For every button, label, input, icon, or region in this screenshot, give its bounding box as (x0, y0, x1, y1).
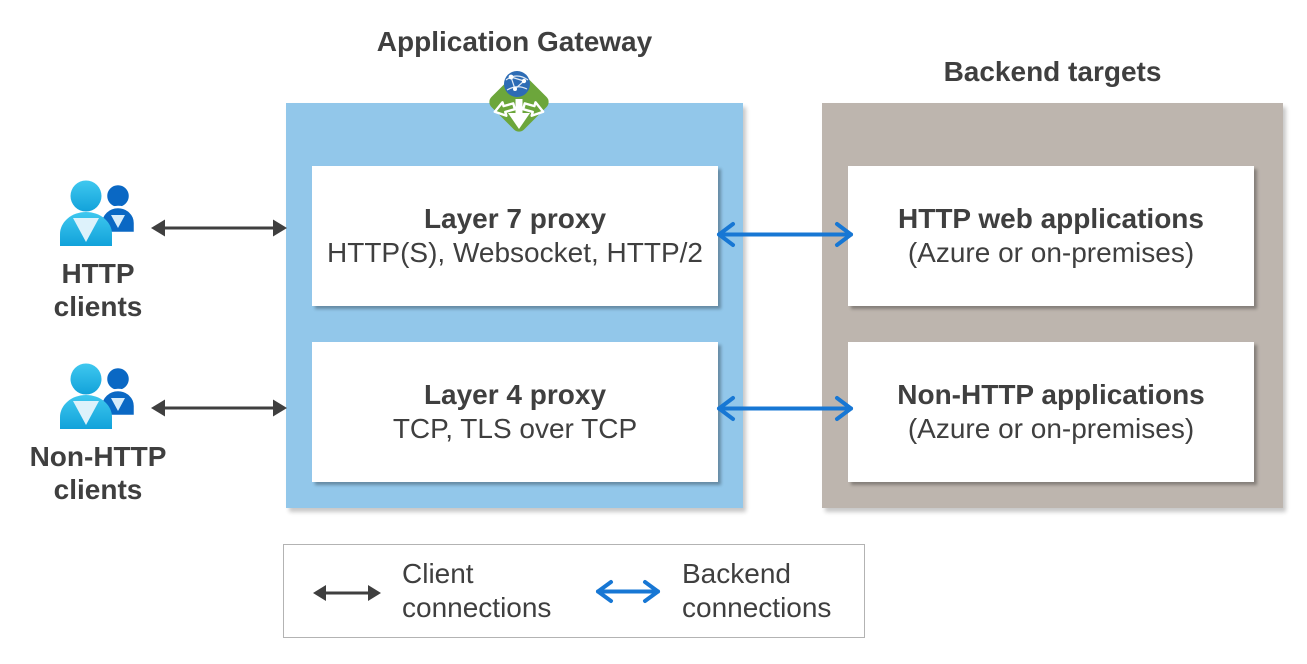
http-web-apps-title: HTTP web applications (898, 203, 1204, 234)
layer7-proxy-card: Layer 7 proxy HTTP(S), Websocket, HTTP/2 (312, 166, 718, 306)
legend-box: Client connections Backend connections (283, 544, 865, 638)
layer4-proxy-title: Layer 4 proxy (423, 379, 607, 410)
backend-connections-legend-arrow (596, 580, 660, 603)
client-connections-legend-arrow (313, 585, 381, 601)
application-gateway-icon (489, 71, 549, 132)
backend-connection-arrow (717, 222, 853, 247)
non-http-apps-title: Non-HTTP applications (897, 379, 1205, 410)
app-gateway-title: Application Gateway (376, 26, 653, 57)
client-connections-legend-label: Client connections (402, 558, 552, 623)
non-http-clients-group: Non-HTTP clients (20, 363, 176, 506)
client-connection-arrow (151, 219, 287, 237)
globe-icon (504, 71, 530, 97)
backend-connections-legend-label: Backend connections (682, 558, 832, 623)
non-http-apps-location: (Azure or on-premises) (907, 413, 1195, 444)
users-icon (60, 180, 137, 246)
backend-targets-region: HTTP web applications (Azure or on-premi… (822, 103, 1283, 508)
http-clients-group: HTTP clients (20, 180, 176, 323)
layer4-proxy-card: Layer 4 proxy TCP, TLS over TCP (312, 342, 718, 482)
http-web-apps-location: (Azure or on-premises) (907, 237, 1195, 268)
layer7-proxy-title: Layer 7 proxy (423, 203, 607, 234)
client-connection-arrow (151, 399, 287, 417)
non-http-clients-label: Non-HTTP clients (29, 441, 167, 505)
app-gateway-region: Layer 7 proxy HTTP(S), Websocket, HTTP/2… (286, 103, 743, 508)
http-clients-label: HTTP clients (53, 258, 143, 322)
users-icon (60, 363, 137, 429)
layer4-proxy-protocols: TCP, TLS over TCP (392, 413, 638, 444)
http-web-apps-card: HTTP web applications (Azure or on-premi… (848, 166, 1254, 306)
backend-targets-title: Backend targets (943, 56, 1162, 87)
layer7-proxy-protocols: HTTP(S), Websocket, HTTP/2 (327, 237, 703, 268)
non-http-apps-card: Non-HTTP applications (Azure or on-premi… (848, 342, 1254, 482)
backend-connection-arrow (717, 396, 853, 421)
